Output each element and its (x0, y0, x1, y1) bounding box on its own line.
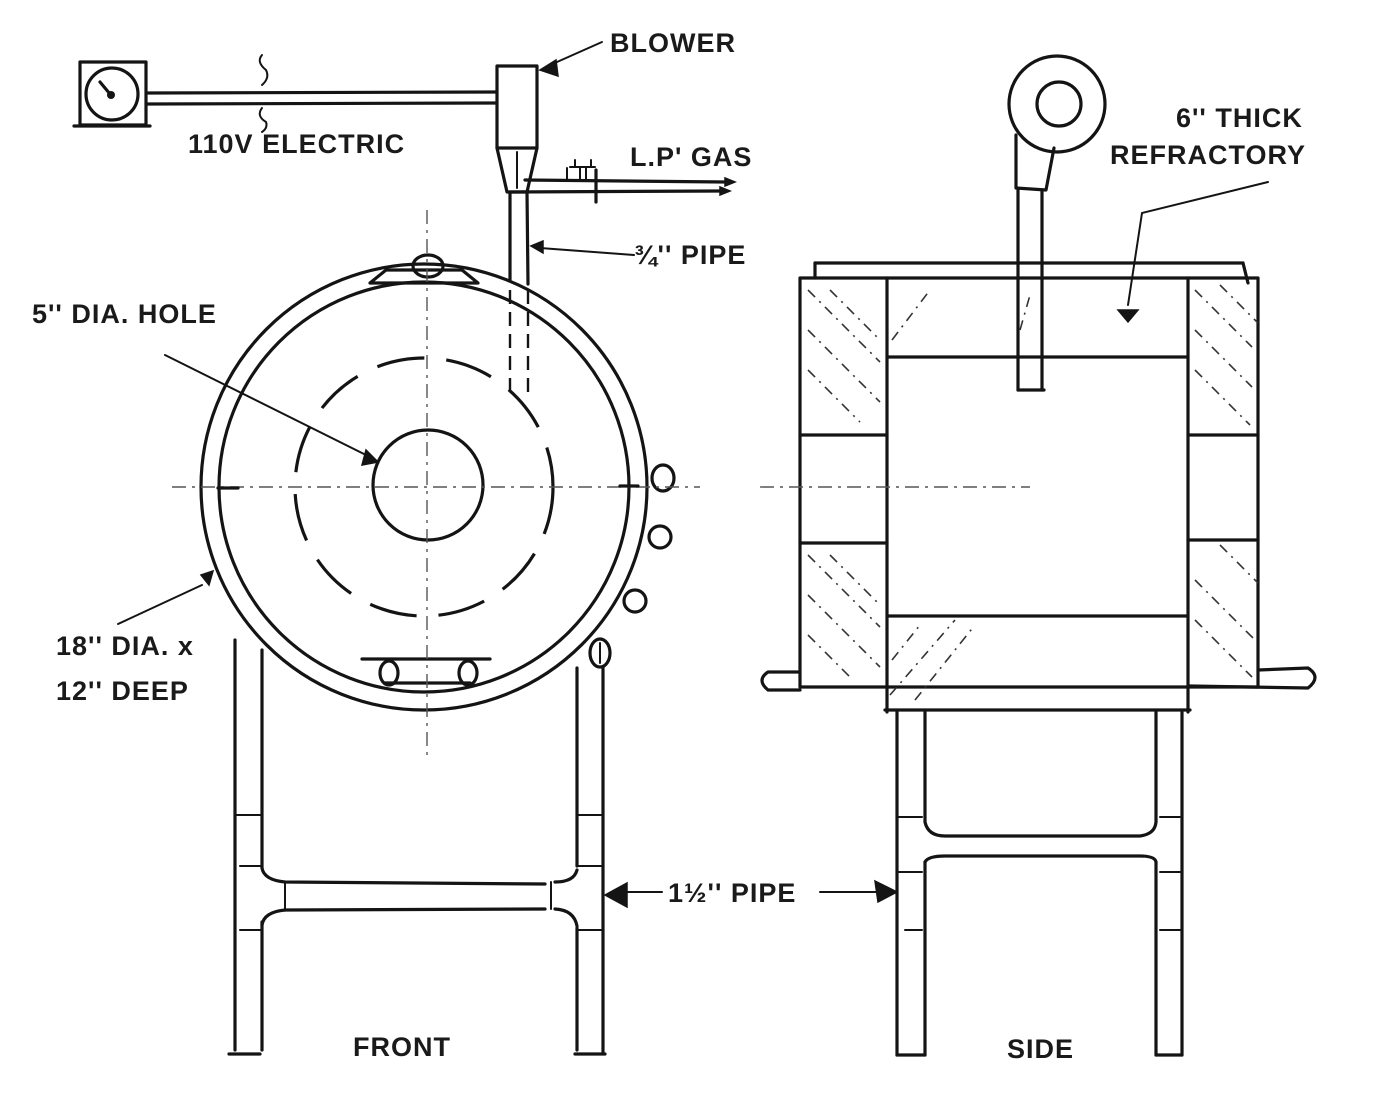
small-pipe-arrowhead (529, 239, 544, 255)
electric-label: 110V ELECTRIC (188, 129, 405, 159)
furnace-body-front (172, 210, 700, 755)
refractory-leader (1127, 181, 1269, 306)
refractory-label-line2: REFRACTORY (1110, 140, 1306, 170)
blower-label: BLOWER (610, 28, 736, 58)
refractory-arrowhead (1116, 309, 1140, 324)
leg-pipe-label: 1½'' PIPE (668, 878, 796, 908)
small-pipe-leader (539, 247, 635, 256)
switch-box (72, 60, 152, 128)
body-arrowhead (199, 569, 215, 587)
hinge-knob-3 (622, 588, 648, 614)
side-stand (895, 710, 1184, 1057)
body-label-line1: 18'' DIA. x (56, 631, 194, 661)
side-view-caption: SIDE (1007, 1034, 1074, 1064)
blower-side (1007, 54, 1107, 392)
front-stand (227, 638, 607, 1056)
hole-arrowhead (360, 448, 380, 466)
gas-valve-icon (566, 159, 596, 181)
gas-line (508, 159, 738, 204)
blower (495, 64, 539, 194)
body-leader (117, 584, 203, 625)
blower-inlet (1035, 80, 1083, 128)
body-label-line2: 12'' DEEP (56, 676, 189, 706)
cable-break-mark-bottom (258, 107, 268, 133)
front-view: 110V ELECTRIC BLOWER L.P' (32, 28, 899, 1062)
bottom-handle-knob-left (378, 659, 400, 687)
leg-pipe-arrowhead-left (603, 881, 628, 909)
bottom-handle-knob-right (457, 659, 479, 687)
hinge-knob-4 (588, 637, 612, 669)
hinge-knob-2 (647, 524, 673, 550)
hole-label: 5'' DIA. HOLE (32, 299, 217, 329)
electric-cable (146, 54, 499, 133)
side-view: 6'' THICK REFRACTORY (760, 54, 1317, 1064)
cable-break-mark-top (258, 54, 269, 86)
top-handle-knob (411, 253, 445, 279)
blower-housing (1007, 54, 1107, 154)
gas-label: L.P' GAS (630, 142, 752, 172)
front-view-caption: FRONT (353, 1032, 451, 1062)
furnace-body-side (760, 276, 1317, 714)
hole-leader (164, 354, 373, 459)
blower-arrowhead (538, 58, 559, 78)
small-pipe-label: ¾'' PIPE (634, 240, 746, 270)
top-handle-bracket (368, 268, 480, 285)
hinge-knob-1 (650, 463, 676, 493)
lid (813, 261, 1250, 285)
leg-pipe-arrowhead-right (874, 879, 899, 904)
outer-shell-side (798, 276, 1260, 689)
refractory-label-line1: 6'' THICK (1176, 103, 1303, 133)
center-hole (371, 428, 485, 542)
gauge-dial-icon (84, 66, 140, 122)
burner-pipe (508, 190, 530, 400)
